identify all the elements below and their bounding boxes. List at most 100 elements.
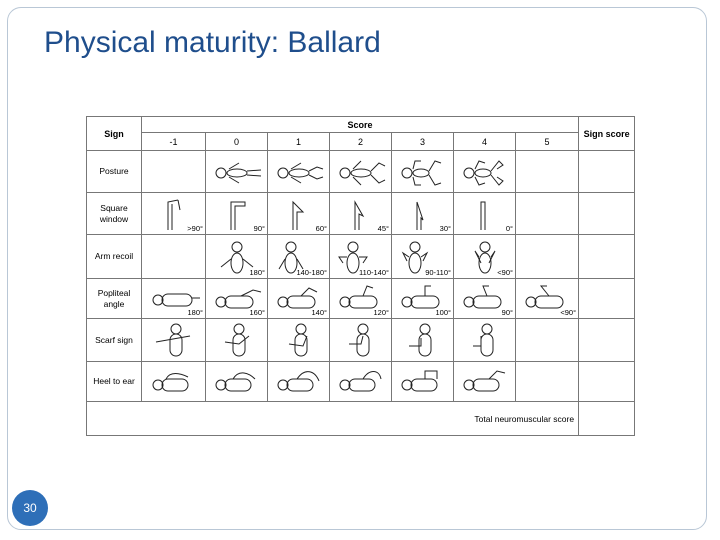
table-cell: 110-140°	[329, 234, 392, 279]
posture-figure-icon	[215, 162, 261, 183]
table-cell	[391, 318, 454, 362]
square-window-icon	[416, 201, 423, 230]
score-header: Score	[140, 116, 580, 133]
table-row: Arm recoil 180° 140-180° 110-140° 90-110…	[86, 234, 636, 279]
table-cell	[514, 234, 580, 279]
score-col-header: 3	[391, 132, 454, 151]
table-cell	[141, 318, 206, 362]
angle-label: 100°	[435, 308, 451, 317]
row-sign-label: Posture	[86, 150, 142, 193]
scarf-sign-figure-icon	[408, 323, 431, 357]
arm-recoil-figure-icon	[474, 241, 495, 273]
table-cell	[141, 361, 206, 402]
table-cell: 90-110°	[391, 234, 454, 279]
scarf-sign-figure-icon	[472, 323, 493, 357]
score-col-header: 2	[329, 132, 392, 151]
table-cell	[453, 318, 516, 362]
table-cell: 90°	[205, 192, 268, 235]
table-cell: <90°	[453, 234, 516, 279]
heel-to-ear-figure-icon	[463, 369, 505, 391]
table-cell	[141, 234, 206, 279]
angle-label: 120°	[373, 308, 389, 317]
table-row: Popliteal angle 180° 160° 140° 120° 100°…	[86, 278, 636, 319]
heel-to-ear-figure-icon	[152, 372, 188, 391]
angle-label: 30°	[439, 224, 451, 233]
arm-recoil-figure-icon	[220, 241, 253, 273]
sign-score-cell	[578, 318, 636, 362]
slide-number-badge: 30	[12, 490, 48, 526]
row-sign-label: Square window	[86, 192, 142, 235]
square-window-icon	[292, 200, 304, 230]
sign-score-cell	[578, 192, 636, 235]
square-window-icon	[230, 201, 245, 230]
angle-label: 90°	[501, 308, 513, 317]
arm-recoil-figure-icon	[337, 241, 368, 273]
table-cell	[205, 150, 268, 193]
posture-figure-icon	[401, 159, 441, 186]
popliteal-figure-icon	[463, 285, 501, 308]
table-cell	[514, 150, 580, 193]
angle-label: >90°	[187, 224, 203, 233]
square-window-icon	[354, 199, 364, 230]
table-cell	[329, 361, 392, 402]
heel-to-ear-figure-icon	[277, 370, 319, 391]
score-col-header: 5	[514, 132, 580, 151]
table-cell	[205, 361, 268, 402]
slide-title: Physical maturity: Ballard	[44, 26, 381, 59]
square-window-icon	[480, 201, 485, 230]
score-col-header: 0	[205, 132, 268, 151]
total-label: Total neuromuscular score	[85, 401, 580, 436]
angle-label: 180°	[187, 308, 203, 317]
table-cell	[267, 318, 330, 362]
table-cell: 160°	[205, 278, 268, 319]
total-score-cell	[578, 401, 636, 436]
popliteal-figure-icon	[215, 288, 261, 308]
popliteal-figure-icon	[277, 286, 317, 308]
row-sign-label: Heel to ear	[86, 361, 142, 402]
table-cell: 90°	[453, 278, 516, 319]
row-sign-label: Popliteal angle	[86, 278, 142, 319]
table-row: Heel to ear	[86, 361, 636, 402]
heel-to-ear-figure-icon	[215, 372, 255, 391]
sign-header: Sign	[86, 116, 142, 151]
table-row: Posture	[86, 150, 636, 193]
table-cell: 120°	[329, 278, 392, 319]
table-cell	[329, 318, 392, 362]
heel-to-ear-figure-icon	[339, 370, 381, 391]
table-cell	[391, 361, 454, 402]
popliteal-figure-icon	[525, 285, 564, 308]
table-cell: 180°	[141, 278, 206, 319]
angle-label: 90-110°	[425, 268, 451, 277]
sign-score-cell	[578, 278, 636, 319]
popliteal-figure-icon	[152, 293, 200, 306]
table-cell	[329, 150, 392, 193]
score-col-header: -1	[141, 132, 206, 151]
angle-label: <90°	[497, 268, 513, 277]
table-cell	[141, 150, 206, 193]
scarf-sign-figure-icon	[155, 323, 190, 357]
table-cell: 180°	[205, 234, 268, 279]
angle-label: 140°	[311, 308, 327, 317]
arm-recoil-figure-icon	[401, 241, 428, 273]
table-cell	[514, 318, 580, 362]
square-window-icon	[167, 199, 180, 230]
total-row: Total neuromuscular score	[85, 401, 636, 436]
score-col-header: 4	[453, 132, 516, 151]
posture-figure-icon	[339, 160, 385, 185]
table-cell: 0°	[453, 192, 516, 235]
table-cell	[514, 192, 580, 235]
table-cell	[267, 150, 330, 193]
table-cell: 140-180°	[267, 234, 330, 279]
table-cell	[514, 361, 580, 402]
scarf-sign-figure-icon	[288, 323, 307, 357]
sign-score-cell	[578, 361, 636, 402]
arm-recoil-figure-icon	[278, 241, 303, 273]
angle-label: 160°	[249, 308, 265, 317]
scarf-sign-figure-icon	[224, 323, 249, 357]
table-cell: >90°	[141, 192, 206, 235]
table-cell: 45°	[329, 192, 392, 235]
table-cell	[453, 361, 516, 402]
table-cell: 100°	[391, 278, 454, 319]
angle-label: 90°	[253, 224, 265, 233]
table-cell: 140°	[267, 278, 330, 319]
